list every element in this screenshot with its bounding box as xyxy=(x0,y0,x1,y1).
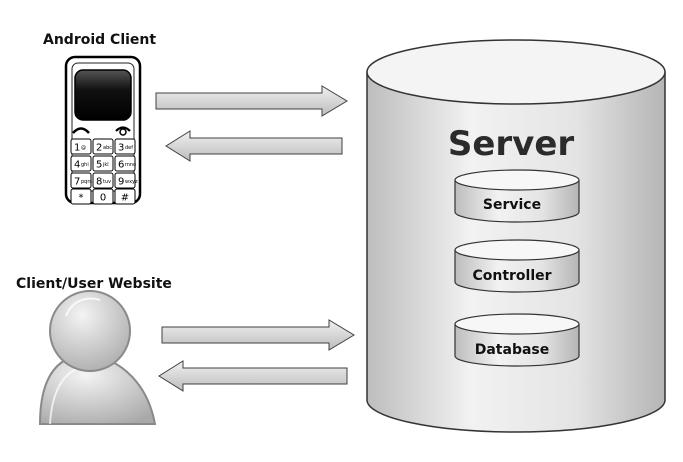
keypad-key-number: 3 xyxy=(118,143,124,154)
keypad-key: * xyxy=(70,188,92,205)
keypad-key: 1@ xyxy=(70,138,92,155)
keypad-key-number: 0 xyxy=(100,193,106,204)
keypad-key-letters: tuv xyxy=(103,179,111,185)
keypad-key-number: 8 xyxy=(96,177,102,188)
component-controller-label: Controller xyxy=(472,268,551,284)
component-service-label: Service xyxy=(483,197,541,213)
keypad-key-letters: @ xyxy=(81,145,86,151)
keypad-key-number: 6 xyxy=(118,160,124,171)
keypad-key-letters: def xyxy=(125,145,133,151)
keypad-key-letters: ghi xyxy=(81,162,89,168)
keypad-key-number: * xyxy=(79,193,84,204)
keypad-key-number: 7 xyxy=(74,177,80,188)
keypad-key: # xyxy=(114,188,136,205)
keypad-key-number: 9 xyxy=(118,177,124,188)
keypad-key-letters: pqrs xyxy=(81,179,92,185)
keypad-key-letters: wxyz xyxy=(125,179,138,185)
keypad-key-number: # xyxy=(121,193,129,204)
keypad-key-letters: mno xyxy=(125,162,136,168)
keypad-key-letters: jkl xyxy=(102,162,109,168)
component-controller: Controller xyxy=(454,239,580,293)
keypad-key-number: 2 xyxy=(96,143,102,154)
android-client-label: Android Client xyxy=(43,32,157,48)
user-icon xyxy=(38,290,157,425)
component-database-label: Database xyxy=(475,342,550,358)
component-service: Service xyxy=(454,169,580,223)
arrow-server-to-android xyxy=(165,130,343,162)
keypad-key-number: 4 xyxy=(74,160,80,171)
keypad-key-letters: abc xyxy=(103,145,112,151)
web-client-label: Client/User Website xyxy=(16,276,172,292)
keypad-key-number: 1 xyxy=(74,143,80,154)
arrow-server-to-web xyxy=(158,360,348,392)
keypad-key-number: 5 xyxy=(96,160,102,171)
component-database: Database xyxy=(454,313,580,367)
keypad-key: 0 xyxy=(92,188,114,205)
server-cylinder: Server xyxy=(366,39,666,433)
arrow-web-to-server xyxy=(161,319,355,351)
arrow-android-to-server xyxy=(155,85,348,117)
server-title: Server xyxy=(448,124,575,164)
